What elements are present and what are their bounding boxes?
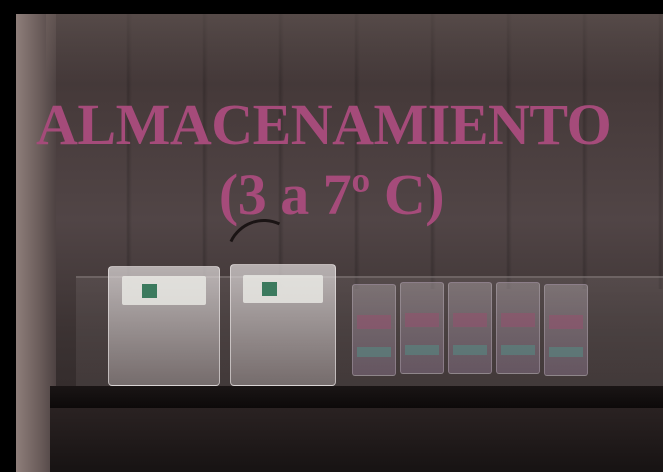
caption-line-2: (3 a 7º C) (218, 162, 445, 227)
lower-compartment (50, 408, 663, 472)
refrigerator-back-wall (56, 14, 663, 289)
product-label (122, 276, 206, 305)
vial-pack-2 (400, 282, 444, 374)
refrigerator-photo (16, 14, 663, 472)
refrigerator-side-wall (16, 14, 56, 472)
vial-pack-4 (496, 282, 540, 374)
caption-line-1: ALMACENAMIENTO (36, 92, 612, 157)
product-tag (262, 281, 277, 297)
vial-pack-3 (448, 282, 492, 374)
product-tag (142, 283, 158, 298)
vial-pack-5 (544, 284, 588, 376)
vial-pack-1 (352, 284, 396, 376)
storage-caption: ALMACENAMIENTO (3 a 7º C) (0, 90, 663, 230)
product-box-1 (108, 266, 220, 386)
product-label (243, 274, 323, 304)
shelf-edge (50, 386, 663, 408)
product-box-2 (230, 264, 336, 386)
light-glow (46, 14, 663, 84)
